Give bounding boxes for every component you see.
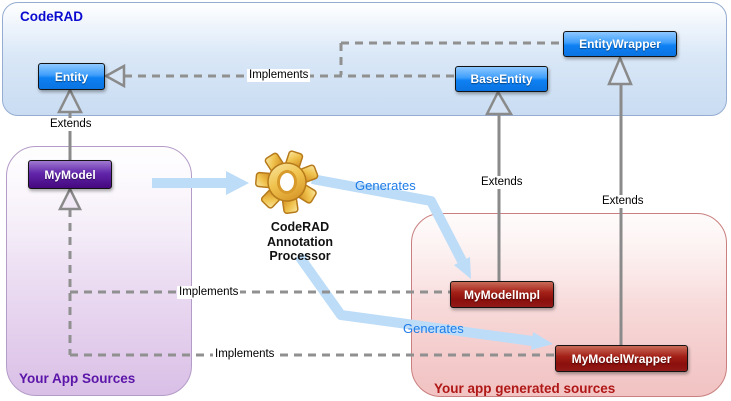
gear-icon <box>255 150 319 215</box>
edge-label-implements-mymodelimpl: Implements <box>177 286 241 299</box>
implements-connectors <box>68 41 563 357</box>
arrowhead-entity-right <box>103 63 126 89</box>
arrowhead-entitywrapper-bottom <box>607 54 633 86</box>
processor-caption-line3: Processor <box>269 249 331 263</box>
edge-label-generates-wrapper: Generates <box>403 321 464 336</box>
generated-sources-container-label: Your app generated sources <box>434 381 616 396</box>
edge-label-extends-mymodelimpl: Extends <box>479 176 525 189</box>
flow-arrow-mymodel-to-processor <box>152 171 249 195</box>
edge-label-generates-impl: Generates <box>355 178 416 193</box>
edge-label-extends-mymodelwrapper: Extends <box>600 195 646 208</box>
node-my-model-wrapper: MyModelWrapper <box>555 345 688 372</box>
processor-caption-line2: Annotation <box>267 234 333 249</box>
arrowhead-baseentity-bottom <box>484 89 514 116</box>
node-base-entity: BaseEntity <box>455 66 548 92</box>
coderad-container <box>2 2 727 116</box>
uml-arrowheads <box>56 54 633 211</box>
flow-arrow-processor-to-mymodelwrapper <box>294 253 553 350</box>
node-entity: Entity <box>38 63 105 90</box>
node-my-model-impl: MyModelImpl <box>450 281 554 308</box>
coderad-container-label: CodeRAD <box>20 9 83 24</box>
flow-arrow-processor-to-mymodelimpl <box>311 174 471 279</box>
arrowhead-entity-bottom <box>56 87 84 114</box>
annotation-processor-caption: CodeRAD Annotation Processor <box>248 220 352 264</box>
node-my-model: MyModel <box>28 160 112 189</box>
edge-label-extends-mymodel: Extends <box>48 118 94 131</box>
processor-caption-line1: CodeRAD <box>270 220 330 234</box>
arrowhead-mymodel-bottom <box>57 186 83 211</box>
node-entity-wrapper: EntityWrapper <box>563 31 677 57</box>
app-sources-container-label: Your App Sources <box>19 371 136 386</box>
edge-label-implements-mymodelwrapper: Implements <box>213 348 277 361</box>
edge-label-implements-entity: Implements <box>247 69 311 82</box>
